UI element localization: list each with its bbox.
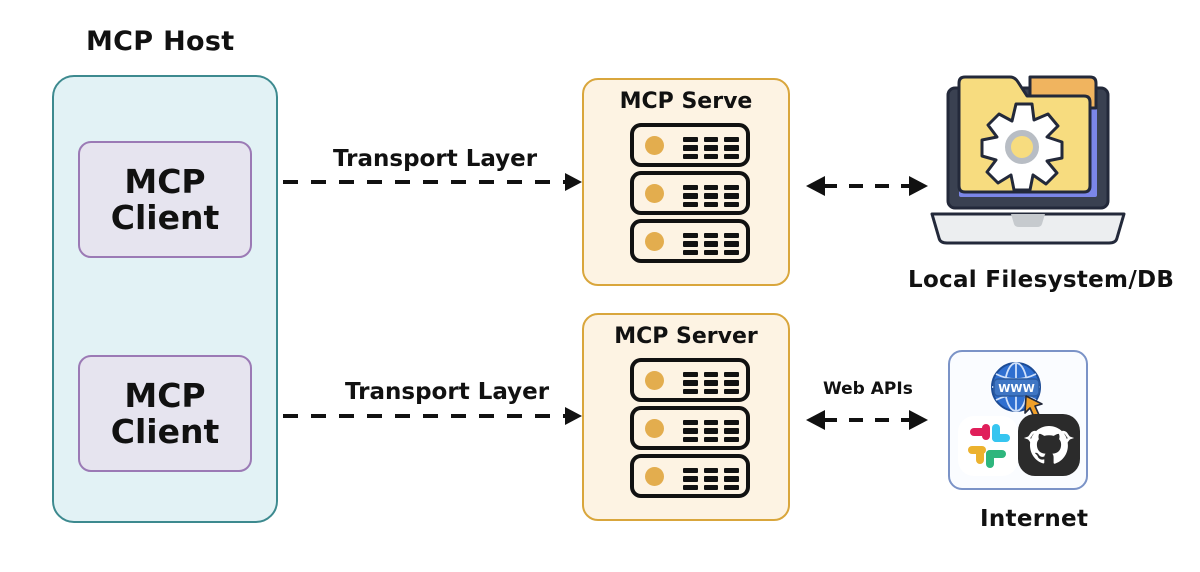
github-icon: [1016, 412, 1082, 482]
server-rack-unit: [630, 358, 750, 402]
rack-led-icon: [645, 371, 664, 390]
local-filesystem-caption: Local Filesystem/DB: [908, 267, 1175, 293]
transport-layer-label-1: Transport Layer: [333, 146, 538, 172]
server-rack-unit: [630, 123, 750, 167]
mcp-client-label-line1: MCP: [124, 161, 206, 201]
rack-led-icon: [645, 184, 664, 203]
server-rack-unit: [630, 406, 750, 450]
mcp-client-box-1[interactable]: MCP Client: [78, 141, 252, 258]
transport-arrow-1: [283, 173, 582, 191]
server-rack-unit: [630, 454, 750, 498]
rack-vents-icon: [683, 468, 739, 490]
rack-led-icon: [645, 232, 664, 251]
internet-panel[interactable]: WWW: [948, 350, 1088, 490]
mcp-client-label-line2: Client: [110, 411, 220, 451]
slack-icon: [956, 414, 1020, 482]
internet-caption: Internet: [980, 506, 1089, 532]
svg-text:WWW: WWW: [998, 382, 1034, 395]
server-resource-arrow-1: [806, 176, 928, 196]
mcp-client-label-line2: Client: [110, 197, 220, 237]
rack-vents-icon: [683, 233, 739, 255]
rack-led-icon: [645, 136, 664, 155]
rack-led-icon: [645, 467, 664, 486]
mcp-server-title-1: MCP Serve: [619, 89, 753, 114]
rack-led-icon: [645, 419, 664, 438]
transport-layer-label-2: Transport Layer: [345, 379, 550, 405]
server-rack-unit: [630, 171, 750, 215]
mcp-client-label-line1: MCP: [124, 375, 206, 415]
mcp-server-box-1[interactable]: MCP Serve: [582, 78, 790, 286]
laptop-folder-gear-icon: [918, 68, 1138, 250]
web-apis-arrow: [806, 410, 928, 430]
mcp-server-box-2[interactable]: MCP Server: [582, 313, 790, 521]
mcp-host-title: MCP Host: [86, 26, 235, 57]
rack-vents-icon: [683, 185, 739, 207]
web-apis-label: Web APIs: [823, 379, 913, 399]
mcp-client-box-2[interactable]: MCP Client: [78, 355, 252, 472]
rack-vents-icon: [683, 137, 739, 159]
server-rack-unit: [630, 219, 750, 263]
rack-vents-icon: [683, 420, 739, 442]
mcp-server-title-2: MCP Server: [614, 324, 758, 349]
transport-arrow-2: [283, 407, 582, 425]
rack-vents-icon: [683, 372, 739, 394]
